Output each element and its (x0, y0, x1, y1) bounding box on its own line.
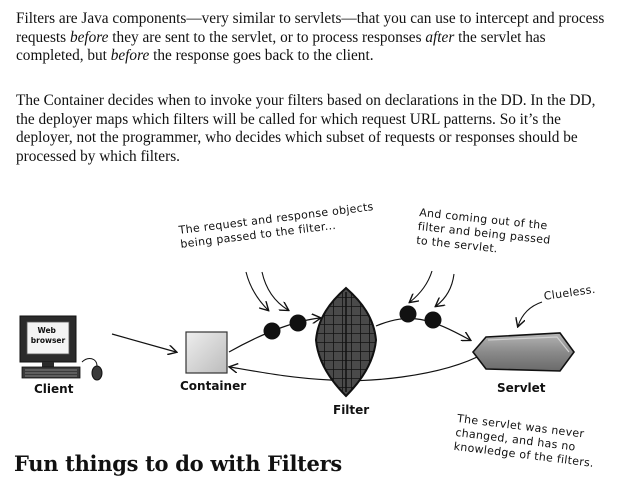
intro-emphasis-before-2: before (110, 47, 150, 65)
filter-to-servlet-path (375, 317, 470, 340)
intro-emphasis-after: after (425, 28, 455, 46)
note-request-pointer-1 (245, 271, 268, 310)
section-heading: Fun things to do with Filters (14, 451, 342, 476)
intro-paragraph: Filters are Java components—very similar… (16, 10, 616, 66)
intro-text-2: they are sent to the servlet, or to proc… (108, 28, 426, 46)
note-coming-pointer-2 (436, 273, 455, 306)
request-object-dot (263, 322, 281, 340)
client-label: Client (34, 382, 74, 396)
response-path-to-container (230, 352, 486, 382)
outgoing-response-dot (424, 311, 442, 329)
browser-label: Web browser (31, 326, 66, 345)
container-box-icon (185, 331, 228, 374)
note-clueless-pointer (518, 301, 543, 326)
outgoing-request-dot (399, 305, 417, 323)
servlet-icon (471, 332, 575, 372)
response-object-dot (289, 314, 307, 332)
filter-label: Filter (333, 403, 370, 417)
filter-icon (314, 286, 378, 398)
client-to-container-arrow (111, 333, 176, 352)
keyboard (21, 366, 81, 379)
intro-text-4: the response goes back to the client. (149, 47, 374, 65)
intro-text-3: the servlet has completed, but (16, 28, 546, 65)
browser-label-line1: Web (37, 326, 56, 335)
container-paragraph: The Container decides when to invoke you… (16, 92, 596, 165)
intro-emphasis-before: before (69, 28, 109, 46)
request-path-to-filter (228, 318, 320, 353)
monitor-stand (42, 362, 54, 367)
mouse-icon (91, 365, 103, 381)
container-label: Container (180, 379, 247, 393)
mouse-cable (81, 358, 98, 367)
intro-text-1: Filters are Java components—very similar… (16, 10, 605, 46)
note-request-pointer-2 (261, 271, 288, 310)
note-coming-pointer-1 (410, 270, 433, 302)
monitor-screen (26, 321, 70, 355)
browser-label-line2: browser (31, 336, 66, 345)
servlet-label: Servlet (497, 381, 546, 395)
client-computer-icon: Web browser (19, 315, 103, 381)
keyboard-keys (25, 369, 77, 377)
